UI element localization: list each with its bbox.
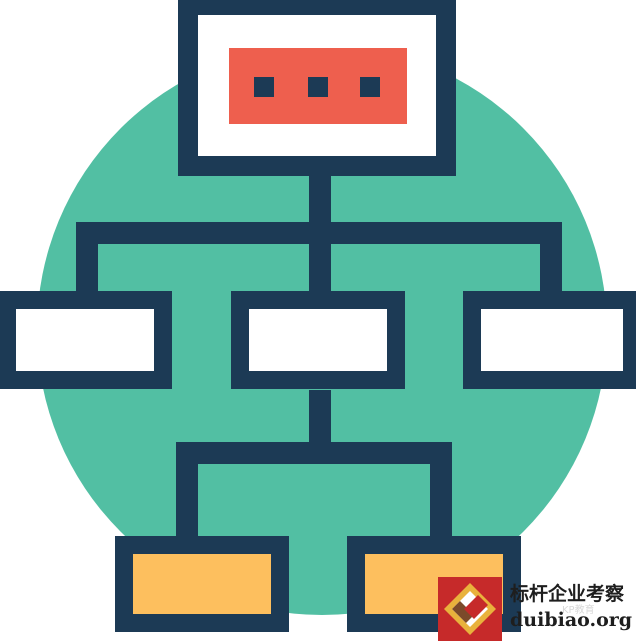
- connector-root-down: [309, 170, 331, 238]
- connector-to-child-left: [76, 222, 98, 294]
- connector-to-child-right: [540, 222, 562, 294]
- child-node-right: [463, 291, 636, 389]
- watermark-url: duibiao.org: [510, 609, 633, 631]
- connector-to-grandchild-right: [430, 442, 452, 536]
- connector-to-grandchild-left: [176, 442, 198, 536]
- watermark-faint-text: KP教育: [562, 605, 595, 616]
- ellipsis-icon: [254, 77, 380, 97]
- watermark-title: 标杆企业考察: [510, 583, 625, 605]
- root-node: [178, 0, 456, 176]
- child-node-left: [0, 291, 172, 389]
- watermark: KP教育 标杆企业考察 duibiao.org: [438, 577, 636, 641]
- connector-lines: [76, 170, 562, 536]
- connector-to-child-center: [309, 222, 331, 294]
- connector-grandchildren-bar: [176, 442, 452, 464]
- child-node-center: [231, 291, 405, 389]
- connector-center-down: [309, 390, 331, 450]
- grandchild-node-left: [115, 536, 289, 632]
- diamond-logo-icon: [438, 577, 502, 641]
